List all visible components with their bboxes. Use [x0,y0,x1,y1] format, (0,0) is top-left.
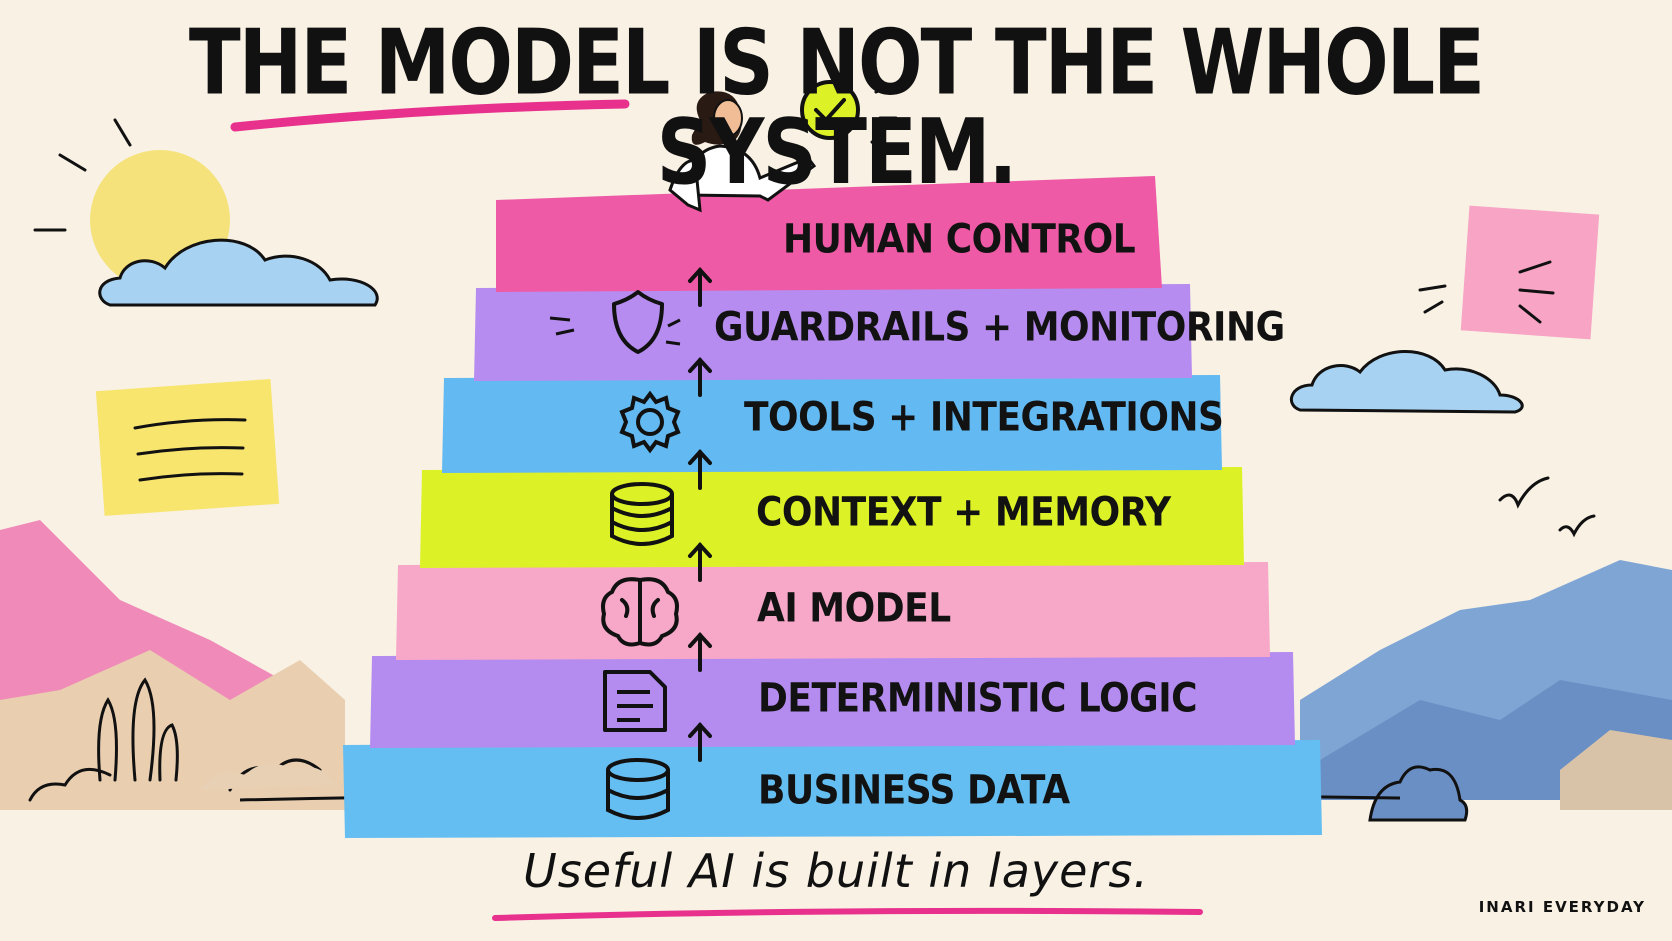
layer-label-deterministic-logic: DETERMINISTIC LOGIC [758,675,1198,722]
database-icon [606,758,670,820]
sticky-note-yellow [95,379,280,516]
bush-right [1368,765,1469,822]
database-icon [610,482,674,546]
person-with-checkmark-icon [668,80,898,213]
brand-credit: INARI EVERYDAY [1478,898,1646,916]
layer-guardrails-monitoring [474,284,1192,381]
cloud-icon [98,238,379,307]
layer-label-business-data: BUSINESS DATA [758,767,1070,814]
flow-arrows [688,267,712,762]
page-title: THE MODEL IS NOT THE WHOLE SYSTEM. [188,9,1485,205]
title-underline [230,99,630,132]
mountain-right-tan [1560,730,1672,810]
layer-business-data [343,740,1322,838]
layer-label-tools-integrations: TOOLS + INTEGRATIONS [744,394,1224,441]
layer-label-ai-model: AI MODEL [757,585,951,632]
layer-deterministic-logic [370,652,1295,748]
brain-icon [601,577,679,647]
layer-label-context-memory: CONTEXT + MEMORY [756,489,1171,536]
gear-icon [619,390,681,454]
plants-left [28,677,322,802]
tagline-underline [492,907,1203,921]
tagline: Useful AI is built in layers. [523,844,1149,898]
sticky-note-pink [1418,205,1600,340]
layer-label-guardrails-monitoring: GUARDRAILS + MONITORING [714,304,1285,351]
cloud-icon [1289,350,1524,414]
layer-label-human-control: HUMAN CONTROL [783,216,1136,263]
document-icon [603,670,667,732]
birds-icon [1498,476,1596,538]
layer-human-control [496,176,1162,292]
shield-icon [549,290,681,354]
